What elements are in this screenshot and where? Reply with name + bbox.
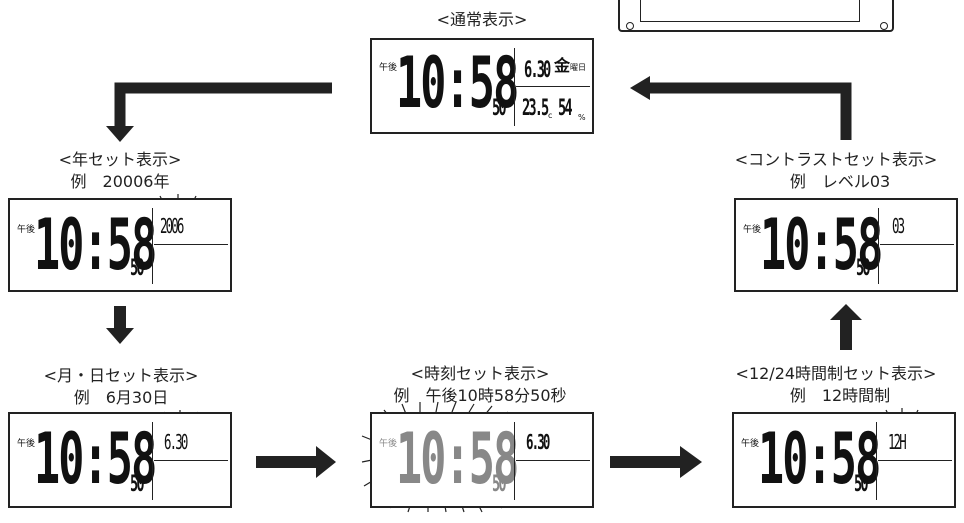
pm-indicator: 午後 xyxy=(741,439,760,449)
divider xyxy=(876,422,877,500)
seconds-display: 50 xyxy=(856,256,871,281)
time-display: 10:58 xyxy=(760,204,883,286)
weekday-suffix: 曜日 xyxy=(570,63,586,72)
normal-title: <通常表示> xyxy=(436,10,528,29)
divider xyxy=(516,460,590,461)
arrow-head-time xyxy=(316,446,336,478)
divider xyxy=(880,244,954,245)
seconds-display: 50 xyxy=(130,472,145,497)
contrast-value-blinking: 03 xyxy=(892,214,905,238)
hour-mode-title: <12/24時間制セット表示> xyxy=(735,364,937,383)
device-screw-right xyxy=(880,22,888,30)
divider xyxy=(154,244,228,245)
contrast-title: <コントラストセット表示> xyxy=(734,150,938,169)
arrow-head-contrast xyxy=(830,304,862,320)
device-screw-left xyxy=(626,22,634,30)
panel-normal: 午後 10:58 50 6.30 金 曜日 23.5 °c 54 % xyxy=(370,38,594,134)
arrow-month-to-time-shaft xyxy=(256,456,318,468)
panel-hour-mode: 午後 10:58 50 12H xyxy=(732,412,956,508)
divider xyxy=(878,208,879,284)
divider xyxy=(152,208,153,284)
seconds-display-blinking: 50 xyxy=(492,472,507,497)
time-display: 10:58 xyxy=(758,418,881,500)
percent-unit: % xyxy=(578,113,586,122)
seconds-display: 50 xyxy=(130,256,145,281)
panel-year: 午後 10:58 50 2006 xyxy=(8,198,232,292)
device-frame xyxy=(618,0,894,32)
time-set-example: 例 午後10時58分50秒 xyxy=(393,386,567,405)
year-example: 例 20006年 xyxy=(70,172,170,191)
pm-indicator: 午後 xyxy=(379,439,398,449)
divider xyxy=(152,422,153,500)
time-display-blinking: 10:58 xyxy=(396,418,519,500)
hour-mode-value-blinking: 12H xyxy=(888,430,907,454)
arrow-head-month xyxy=(106,328,134,344)
arrow-head-normal xyxy=(630,76,650,100)
seconds-display: 50 xyxy=(854,472,869,497)
divider xyxy=(516,86,590,87)
hour-mode-example: 例 12時間制 xyxy=(789,386,891,405)
year-title: <年セット表示> xyxy=(58,150,182,169)
arrow-head-year xyxy=(106,126,134,142)
year-value-blinking: 2006 xyxy=(160,214,184,238)
month-day-value-blinking: 6.30 xyxy=(164,430,188,454)
date-display: 6.30 xyxy=(524,58,551,83)
pm-indicator: 午後 xyxy=(17,225,36,235)
time-set-title: <時刻セット表示> xyxy=(410,364,550,383)
celsius-unit: °c xyxy=(544,111,553,120)
arrow-time-to-hour-shaft xyxy=(610,456,682,468)
humidity-display: 54 xyxy=(558,96,573,121)
month-day-example: 例 6月30日 xyxy=(73,388,169,407)
divider xyxy=(514,48,515,126)
panel-month-day: 午後 10:58 50 6.30 xyxy=(8,412,232,508)
date-display: 6.30 xyxy=(526,430,550,454)
panel-time-set: 午後 10:58 50 6.30 xyxy=(370,412,594,508)
panel-contrast: 午後 10:58 50 03 xyxy=(734,198,958,292)
arrow-hour-to-contrast-shaft xyxy=(840,318,852,350)
time-display: 10:58 xyxy=(34,418,157,500)
seconds-display: 50 xyxy=(492,96,507,121)
arrow-head-hour xyxy=(680,446,702,478)
contrast-example: 例 レベル03 xyxy=(789,172,891,191)
arrow-contrast-to-normal xyxy=(648,82,852,140)
time-display: 10:58 xyxy=(34,204,157,286)
month-day-title: <月・日セット表示> xyxy=(43,366,199,385)
pm-indicator: 午後 xyxy=(379,63,398,73)
time-display: 10:58 xyxy=(396,42,519,124)
pm-indicator: 午後 xyxy=(743,225,762,235)
temperature-display: 23.5 xyxy=(522,96,549,121)
divider xyxy=(878,460,952,461)
arrow-year-to-month-shaft xyxy=(114,306,126,330)
arrow-normal-to-year xyxy=(114,82,332,128)
pm-indicator: 午後 xyxy=(17,439,36,449)
divider xyxy=(514,422,515,500)
divider xyxy=(154,460,228,461)
device-inner xyxy=(640,0,860,22)
weekday-icon: 金 xyxy=(554,56,571,75)
